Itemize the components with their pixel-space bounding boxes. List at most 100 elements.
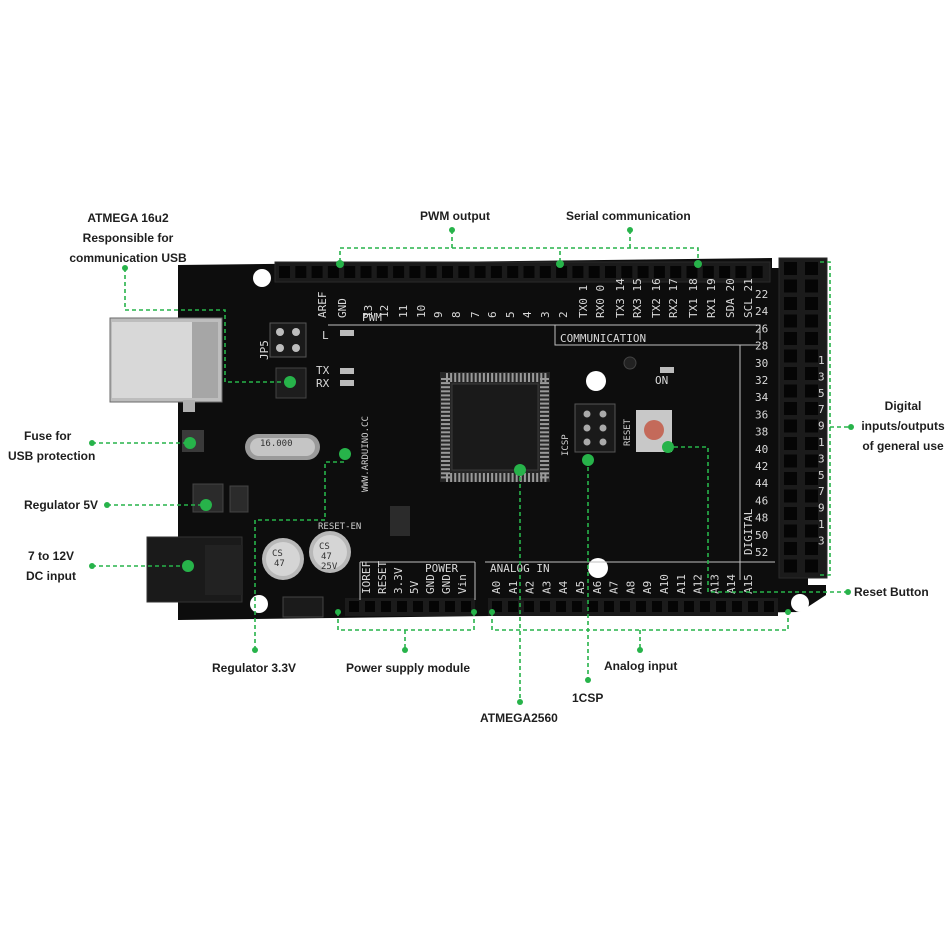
callout-lines [92, 230, 850, 702]
regulator-part-b [229, 485, 249, 513]
analog-pin-label: A10 [658, 574, 671, 594]
callout-atmega2560: ATMEGA2560 [480, 711, 558, 725]
pcb-l-label: L [322, 329, 329, 342]
top-pin-label: AREF [316, 292, 329, 319]
callout-fuse: Fuse for USB protection [8, 426, 95, 466]
analog-pin-label: A3 [540, 581, 553, 594]
pcb-reset-label: RESET [623, 418, 633, 446]
analog-pin-label: A2 [524, 581, 537, 594]
right-pin-label-odd: 3 [818, 370, 825, 383]
callout-analog-input: Analog input [604, 659, 678, 673]
top-pin-label: 10 [415, 305, 428, 318]
top-pin-label: GND [336, 298, 349, 318]
right-pin-label-even: 30 [755, 357, 768, 370]
top-pin-label: 11 [397, 305, 410, 318]
top-pin-label: 3 [539, 311, 552, 318]
callout-atmega16u2: ATMEGA 16u2 Responsible for communicatio… [58, 208, 198, 268]
right-pin-label-even: 48 [755, 512, 768, 525]
usb-connector [109, 317, 223, 412]
polyfuse [282, 596, 324, 618]
pcb-icsp-label: ICSP [561, 434, 571, 456]
crystal [245, 434, 320, 460]
atmega2560-chip [440, 372, 550, 482]
icsp-header [574, 403, 616, 453]
right-pin-label-odd: 7 [818, 485, 825, 498]
callout-icsp: 1CSP [572, 691, 604, 705]
top-pin-label: RX2 17 [667, 278, 680, 318]
top-pin-label: RX0 0 [594, 285, 607, 318]
pcb-reset-en-label: RESET-EN [318, 522, 361, 532]
top-header [274, 261, 771, 283]
right-pin-label-even: 40 [755, 443, 768, 456]
power-pin-label: Vin [456, 574, 469, 594]
atmega16u2-line2: Responsible for [82, 231, 174, 245]
pcb-jp5-label: JP5 [258, 340, 271, 360]
top-pin-label: SCL 21 [742, 278, 755, 318]
right-pin-label-odd: 5 [818, 387, 825, 400]
pcb-site-label: WWW.ARDUINO.CC [361, 416, 371, 492]
right-pin-label-even: 36 [755, 408, 768, 421]
jp5-header [269, 322, 307, 358]
dc-line1: 7 to 12V [27, 549, 75, 563]
right-pin-label-odd: 1 [818, 436, 825, 449]
top-pin-label: TX1 18 [687, 278, 700, 318]
callout-digital-io: Digital inputs/outputs of general use [856, 396, 950, 456]
right-pin-label-even: 38 [755, 426, 768, 439]
top-pin-label: RX1 19 [705, 278, 718, 318]
pcb-communication-label: COMMUNICATION [560, 332, 646, 345]
power-pin-label: GND [424, 574, 437, 594]
right-pin-label-even: 22 [755, 288, 768, 301]
callout-serial-communication: Serial communication [566, 209, 691, 223]
analog-pin-label: A6 [591, 581, 604, 594]
right-header [778, 257, 828, 579]
right-pin-label-odd: 9 [818, 502, 825, 515]
analog-pin-label: A4 [557, 580, 570, 594]
callout-regulator-5v: Regulator 5V [24, 498, 99, 512]
top-pin-label: 9 [432, 311, 445, 318]
analog-pin-label: A1 [507, 581, 520, 594]
top-pin-label: TX0 1 [577, 285, 590, 318]
pcb-crystal-label: 16.000 [260, 439, 293, 449]
analog-pin-label: A8 [624, 581, 637, 594]
right-pin-label-odd: 5 [818, 469, 825, 482]
top-pin-label: 5 [504, 311, 517, 318]
bottom-header [345, 598, 778, 616]
digital-line1: Digital [884, 399, 922, 413]
right-pin-label-odd: 1 [818, 518, 825, 531]
dc-jack [146, 536, 243, 603]
right-pin-label-even: 50 [755, 529, 768, 542]
right-pin-label-odd: 9 [818, 420, 825, 433]
right-pin-label-even: 52 [755, 546, 768, 559]
power-pin-label: RESET [376, 561, 389, 594]
right-pin-label-even: 34 [755, 391, 769, 404]
digital-line3: of general use [862, 439, 944, 453]
top-pin-label: SDA 20 [724, 278, 737, 318]
power-pin-label: IOREF [360, 561, 373, 594]
right-pin-label-even: 32 [755, 374, 768, 387]
analog-pin-label: A7 [608, 581, 621, 594]
right-pin-label-odd: 3 [818, 452, 825, 465]
analog-pin-label: A14 [725, 574, 738, 594]
power-pin-label: GND [440, 574, 453, 594]
callout-reset-button: Reset Button [854, 585, 929, 599]
pcb-pwm-label: PWM [362, 311, 382, 324]
right-pin-label-even: 24 [755, 305, 769, 318]
callout-dots [89, 227, 854, 705]
right-pin-label-odd: 7 [818, 403, 825, 416]
fuse-line2: USB protection [8, 449, 96, 463]
dc-line2: DC input [26, 569, 76, 583]
capacitors [262, 531, 351, 580]
cap2-text-c: 25V [321, 562, 338, 572]
top-pin-label: 8 [450, 311, 463, 318]
right-pin-label-even: 28 [755, 340, 768, 353]
top-pin-label: RX3 15 [631, 278, 644, 318]
right-pin-label-even: 44 [755, 477, 769, 490]
right-pin-label-even: 26 [755, 322, 768, 335]
top-pin-label: 12 [378, 305, 391, 318]
pcb-tx-label: TX [316, 364, 330, 377]
